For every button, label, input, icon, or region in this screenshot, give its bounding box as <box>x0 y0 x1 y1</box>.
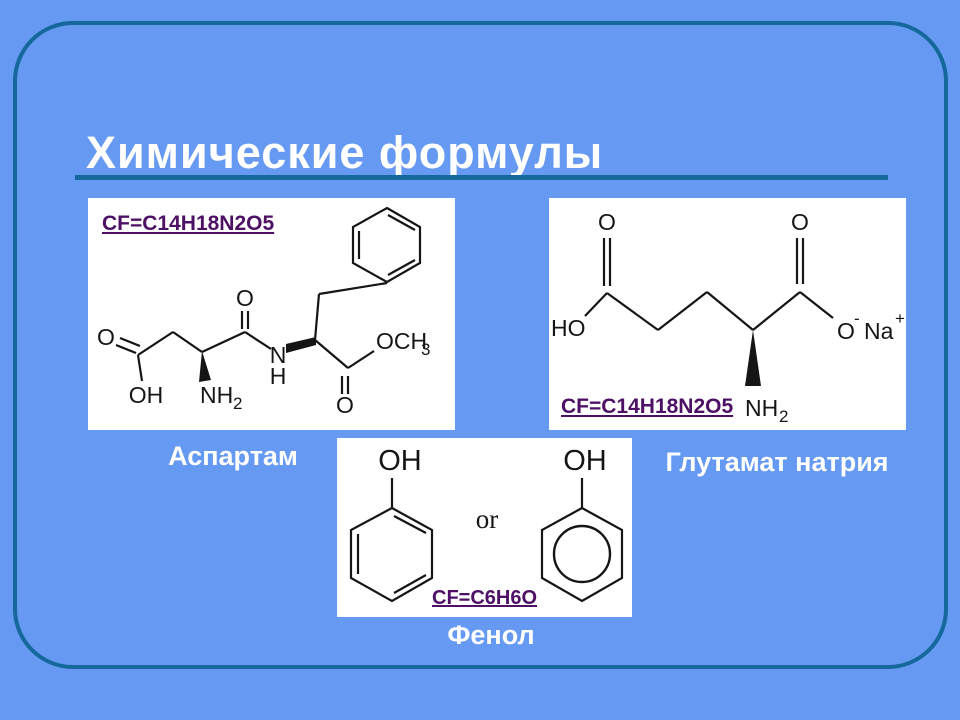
wedge-bond-n-c <box>286 337 316 353</box>
slide-border <box>13 21 948 669</box>
or-connector-label: or <box>476 504 499 534</box>
aromatic-circle <box>552 524 612 584</box>
cf-formula-aspartame: CF=C14H18N2O5 <box>102 212 275 235</box>
cf-formula-phenol: CF=C6H6O <box>432 587 538 609</box>
atom-label-o: O <box>598 209 616 235</box>
glutamate-structure-svg: O O HO O - Na + NH 2 <box>551 209 905 426</box>
benzene-ring <box>351 206 422 284</box>
page-title: Химические формулы <box>86 127 604 178</box>
caption-glutamate: Глутамат натрия <box>665 447 889 477</box>
benzene-double-bonds <box>356 515 427 594</box>
phenol-structure-svg: OH OH or <box>349 445 624 603</box>
benzene-ring-aromatic <box>540 506 624 603</box>
atom-label-och: OCH <box>376 328 427 354</box>
panel-aspartame: CF=C14H18N2O5 O OH NH <box>88 198 455 430</box>
atom-label-ho: HO <box>551 315 586 341</box>
atom-label-o: O <box>791 209 809 235</box>
atom-label-na: Na <box>864 318 894 344</box>
atom-label-n: N <box>270 342 287 368</box>
atom-label-o: O <box>97 324 115 350</box>
wedge-bond-nh2 <box>199 351 211 382</box>
panel-phenol: CF=C6H6O OH OH or <box>337 438 632 617</box>
atom-label-plus: + <box>895 309 905 328</box>
atom-label-sub3: 3 <box>421 340 430 359</box>
aspartame-bonds <box>115 281 388 394</box>
atom-label-sub2: 2 <box>233 394 242 413</box>
atom-label-oh: OH <box>563 445 607 477</box>
atom-label-nh: NH <box>200 382 233 408</box>
atom-label-o: O <box>336 392 354 418</box>
atom-label-o: O <box>236 285 254 311</box>
panel-glutamate: CF=C14H18N2O5 O O HO O - Na + NH 2 <box>549 198 906 430</box>
title-underline <box>75 175 888 180</box>
glutamate-bonds <box>584 238 834 331</box>
atom-label-oh: OH <box>378 445 422 477</box>
atom-label-nh: NH <box>745 395 778 421</box>
aspartame-structure-svg: O OH NH 2 O N H O OCH 3 <box>97 206 430 418</box>
caption-phenol: Фенол <box>447 620 535 650</box>
atom-label-sub2: 2 <box>779 407 788 426</box>
atom-label-o-minus: O <box>837 318 855 344</box>
wedge-bond-nh2 <box>745 330 761 386</box>
benzene-double-bonds <box>357 214 416 276</box>
atom-label-oh: OH <box>129 382 164 408</box>
cf-formula-glutamate: CF=C14H18N2O5 <box>561 395 734 418</box>
phenol-bonds <box>390 478 584 508</box>
benzene-ring-kekule <box>349 506 434 603</box>
atom-label-minus: - <box>854 309 860 328</box>
atom-label-h: H <box>270 363 287 389</box>
caption-aspartame: Аспартам <box>168 441 298 471</box>
